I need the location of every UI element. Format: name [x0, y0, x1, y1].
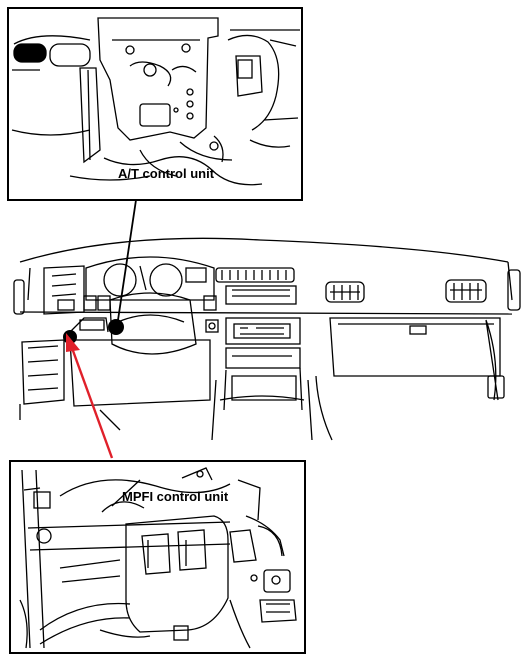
mpfi-inset-frame: [9, 460, 306, 654]
at-control-unit-inset: A/T control unit: [7, 7, 303, 201]
mpfi-inset-illustration: [19, 467, 297, 649]
at-leader-line: [117, 199, 137, 321]
mpfi-control-unit-inset: MPFI control unit: [9, 460, 306, 654]
mpfi-control-unit-label: MPFI control unit: [122, 489, 229, 504]
at-control-unit-label: A/T control unit: [118, 166, 215, 181]
mpfi-pointer-arrow: [66, 333, 114, 459]
dashboard-overview: [13, 237, 521, 441]
at-location-marker: [108, 319, 124, 335]
at-inset-illustration: [11, 17, 300, 186]
